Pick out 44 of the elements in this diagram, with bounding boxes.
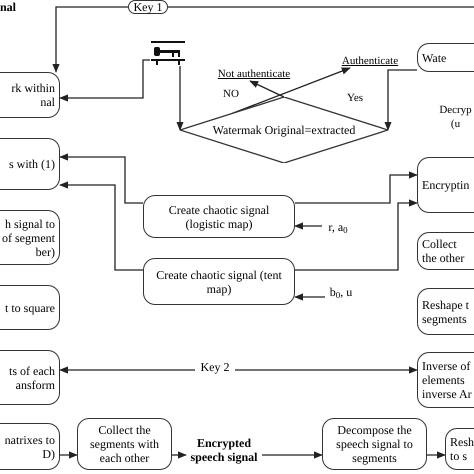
arrow bbox=[59, 59, 150, 102]
key-label: b$_{0}$, u bbox=[325, 284, 357, 299]
connector-line bbox=[168, 6, 474, 8]
arrow bbox=[59, 181, 143, 271]
text-fragment: Decryp (u bbox=[438, 103, 473, 131]
arrow bbox=[235, 366, 418, 374]
arrow bbox=[176, 66, 184, 131]
arrow bbox=[59, 153, 143, 204]
process-box: Encryptin bbox=[417, 157, 474, 213]
process-box: h signal to of segment ber) bbox=[0, 210, 60, 265]
process-box: Reshape t segments bbox=[417, 288, 474, 335]
arrow bbox=[294, 293, 325, 301]
process-box: Decompose the speech signal to segments bbox=[322, 418, 427, 470]
process-box: Resh to s bbox=[445, 428, 474, 470]
process-box: Create chaotic signal (tent map) bbox=[143, 258, 295, 305]
process-box: ts of each ansform bbox=[0, 350, 60, 405]
key-icon bbox=[150, 40, 186, 66]
process-box: Create chaotic signal (logistic map) bbox=[143, 195, 295, 238]
arrow bbox=[295, 171, 418, 204]
branch-label: Not authenticate bbox=[216, 67, 292, 81]
arrow bbox=[60, 451, 78, 459]
key-label: Key 2 bbox=[195, 358, 235, 376]
process-box: rk within nal bbox=[0, 72, 60, 118]
output-label: Encrypted speech signal bbox=[186, 432, 262, 468]
arrow bbox=[295, 199, 418, 271]
process-box: Wate bbox=[417, 43, 474, 72]
heading-fragment: nal bbox=[0, 0, 18, 14]
arrow bbox=[249, 80, 284, 98]
branch-label: Authenticate bbox=[340, 54, 400, 68]
arrow bbox=[294, 222, 322, 230]
arrow bbox=[262, 451, 323, 459]
arrow bbox=[384, 69, 417, 131]
arrow bbox=[427, 451, 446, 459]
process-box: t to square bbox=[0, 285, 60, 330]
process-box: Collect the segments with each other bbox=[77, 418, 172, 470]
process-box: Collect the other bbox=[417, 232, 474, 270]
key-label: r, a$_{0}$ bbox=[322, 219, 354, 234]
arrow bbox=[59, 366, 195, 374]
arrow bbox=[52, 6, 128, 73]
process-box: natrixes to D) bbox=[0, 423, 60, 470]
process-box: Inverse of elements inverse Ar bbox=[417, 352, 474, 408]
process-box: Key 1 bbox=[128, 0, 168, 14]
process-box: s with (1) bbox=[0, 138, 60, 190]
arrow bbox=[172, 451, 187, 459]
